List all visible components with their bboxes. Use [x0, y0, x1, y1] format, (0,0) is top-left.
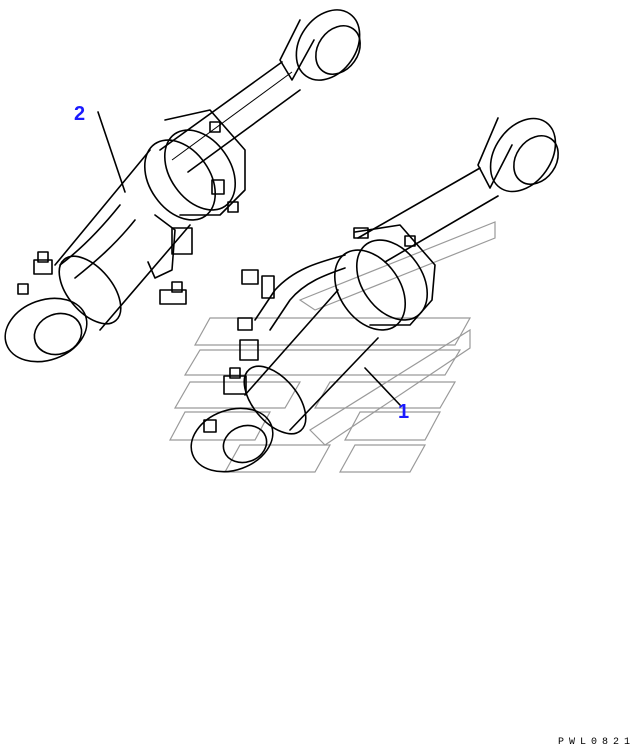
callout-part-1: 1: [398, 401, 410, 423]
watermark-logo: [168, 221, 496, 473]
cylinder-2: [4, 9, 361, 363]
cylinder-1: [190, 117, 559, 473]
callout-part-2: 2: [74, 103, 86, 125]
drawing-code: PWL0821: [557, 737, 635, 748]
